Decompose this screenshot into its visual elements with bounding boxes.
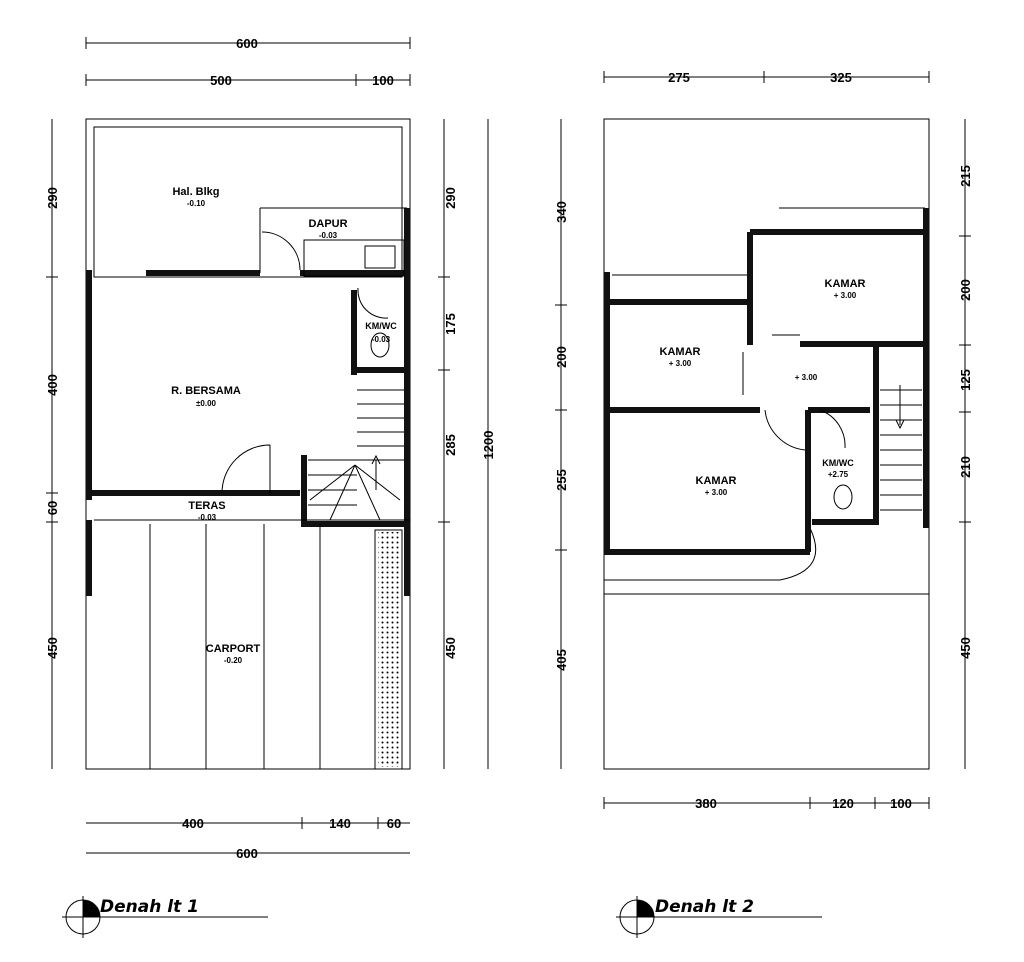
room-level: +2.75 [828, 470, 849, 479]
dimension-label: 285 [443, 434, 458, 456]
room-label: Hal. Blkg [172, 186, 219, 198]
dimension-label: 600 [236, 36, 258, 51]
dimension-label: 120 [832, 796, 854, 811]
north-symbol-icon [62, 896, 268, 938]
dimension-label: 290 [45, 187, 60, 209]
north-symbol-icon [616, 896, 822, 938]
room-level: + 3.00 [705, 488, 728, 497]
room-label: KM/WC [365, 321, 397, 331]
room-label: KAMAR [696, 475, 737, 487]
room-label: KM/WC [822, 458, 854, 468]
plan-ground-floor: Hal. Blkg -0.10 DAPUR -0.03 KM/WC -0.03 … [45, 36, 496, 938]
dimension-label: 140 [329, 816, 351, 831]
room-level: -0.20 [224, 656, 243, 665]
dimension-label: 200 [958, 279, 973, 301]
dimension-label: 500 [210, 73, 232, 88]
dimension-label: 175 [443, 313, 458, 335]
dimension-label: 210 [958, 456, 973, 478]
dimension-label: 60 [387, 816, 401, 831]
dimension-label: 325 [830, 70, 852, 85]
dimension-label: 600 [236, 846, 258, 861]
room-level: ±0.00 [196, 399, 217, 408]
dimension-label: 275 [668, 70, 690, 85]
dimension-label: 400 [45, 374, 60, 396]
room-level: + 3.00 [795, 373, 818, 382]
dimension-label: 1200 [481, 431, 496, 460]
dimension-label: 125 [958, 369, 973, 391]
dimension-label: 200 [554, 346, 569, 368]
room-label: DAPUR [308, 218, 347, 230]
dimension-label: 450 [958, 637, 973, 659]
dimension-label: 290 [443, 187, 458, 209]
plan-upper-floor: KAMAR + 3.00 KAMAR + 3.00 + 3.00 KAMAR +… [554, 70, 973, 938]
room-label: TERAS [188, 500, 225, 512]
dimension-label: 450 [443, 637, 458, 659]
dimension-label: 215 [958, 165, 973, 187]
dimension-label: 60 [45, 501, 60, 515]
dimension-label: 405 [554, 649, 569, 671]
room-level: -0.10 [187, 199, 206, 208]
plan-title: Denah lt 1 [100, 897, 199, 917]
room-label: CARPORT [206, 643, 261, 655]
room-level: -0.03 [319, 231, 338, 240]
room-level: -0.03 [372, 335, 391, 344]
dimension-label: 380 [695, 796, 717, 811]
dimension-label: 400 [182, 816, 204, 831]
dimension-label: 100 [890, 796, 912, 811]
room-label: R. BERSAMA [171, 385, 241, 397]
room-level: + 3.00 [669, 359, 692, 368]
room-level: + 3.00 [834, 291, 857, 300]
dimension-label: 100 [372, 73, 394, 88]
dimension-label: 255 [554, 469, 569, 491]
dimension-label: 450 [45, 637, 60, 659]
dimension-label: 340 [554, 201, 569, 223]
room-label: KAMAR [825, 278, 866, 290]
room-level: -0.03 [198, 513, 217, 522]
room-label: KAMAR [660, 346, 701, 358]
plan-title: Denah lt 2 [655, 897, 754, 917]
